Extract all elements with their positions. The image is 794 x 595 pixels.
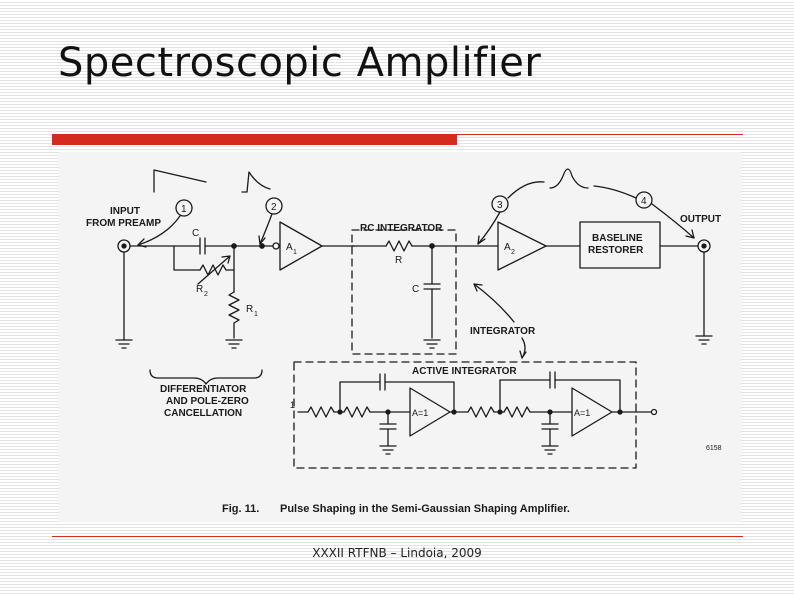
amplifier-a1 bbox=[279, 221, 323, 271]
gaussian-waveform bbox=[549, 168, 589, 189]
rc-integrator-box bbox=[351, 229, 457, 355]
output-ground-symbol bbox=[695, 335, 713, 345]
capacitor-c-differentiator bbox=[199, 237, 206, 255]
resistor-r1-subscript: 1 bbox=[254, 311, 258, 318]
resistor-active-2 bbox=[343, 406, 371, 418]
amplifier-a2-subscript: 2 bbox=[511, 249, 515, 256]
resistor-active-4 bbox=[503, 406, 531, 418]
feedback-capacitor-1 bbox=[379, 373, 386, 391]
input-ground-symbol bbox=[115, 339, 133, 349]
active-ground-symbol-2 bbox=[541, 445, 559, 455]
resistor-active-1 bbox=[307, 406, 335, 418]
input-connector-pin bbox=[121, 243, 127, 249]
title-accent-bar bbox=[52, 134, 457, 145]
input-label-line2: FROM PREAMP bbox=[86, 218, 161, 229]
shunt-capacitor-2 bbox=[541, 423, 559, 430]
capacitor-c-integrator bbox=[423, 283, 441, 290]
resistor-r1 bbox=[228, 291, 240, 339]
differentiator-ground-symbol bbox=[225, 339, 243, 349]
test-point-1-marker bbox=[175, 199, 193, 217]
slide-title: Spectroscopic Amplifier bbox=[58, 40, 542, 86]
test-point-3-label: 3 bbox=[497, 200, 503, 211]
resistor-r1-label: R bbox=[246, 304, 253, 315]
amplifier-a1-label: A bbox=[286, 242, 293, 253]
resistor-r-integrator bbox=[385, 240, 413, 252]
test-point-4-label: 4 bbox=[641, 196, 647, 207]
differentiator-label-line3: CANCELLATION bbox=[164, 408, 242, 419]
amplifier-a2-label: A bbox=[504, 242, 511, 253]
unity-gain-buffer-1 bbox=[409, 387, 451, 437]
test-point-1-label: 1 bbox=[181, 204, 187, 215]
shunt-capacitor-1 bbox=[379, 423, 397, 430]
active-integrator-label: ACTIVE INTEGRATOR bbox=[412, 366, 517, 377]
integrator-label: INTEGRATOR bbox=[470, 326, 536, 337]
circuit-diagram: INPUT FROM PREAMP OUTPUT RC INTEGRATOR I… bbox=[86, 168, 722, 515]
active-integrator-box bbox=[293, 361, 637, 469]
output-label: OUTPUT bbox=[680, 214, 721, 225]
footer-rule bbox=[52, 536, 743, 537]
integrator-ground-symbol bbox=[423, 339, 441, 349]
figure-id: 6158 bbox=[706, 445, 722, 452]
amplifier-a1-subscript: 1 bbox=[293, 249, 297, 256]
active-input-node-label: 1 bbox=[290, 400, 295, 410]
capacitor-c-integrator-label: C bbox=[412, 284, 419, 295]
unity-gain-buffer-2-label: A=1 bbox=[574, 408, 590, 418]
figure-panel: INPUT FROM PREAMP OUTPUT RC INTEGRATOR I… bbox=[58, 152, 742, 522]
feedback-capacitor-2 bbox=[549, 371, 556, 389]
capacitor-c-differentiator-label: C bbox=[192, 228, 199, 239]
differentiator-label-line1: DIFFERENTIATOR bbox=[160, 384, 247, 395]
unity-gain-buffer-2 bbox=[571, 387, 613, 437]
differentiated-waveform bbox=[241, 171, 271, 193]
input-label-line1: INPUT bbox=[110, 206, 140, 217]
title-accent-rule bbox=[457, 134, 743, 135]
resistor-r2-subscript: 2 bbox=[204, 291, 208, 298]
figure-caption-number: Fig. 11. bbox=[222, 503, 259, 515]
resistor-r-integrator-label: R bbox=[395, 255, 402, 266]
figure-caption-text: Pulse Shaping in the Semi-Gaussian Shapi… bbox=[280, 503, 570, 515]
footer-text: XXXII RTFNB – Lindoia, 2009 bbox=[312, 546, 482, 560]
test-point-2-label: 2 bbox=[271, 202, 277, 213]
rc-integrator-label: RC INTEGRATOR bbox=[360, 223, 443, 234]
resistor-r2-variable bbox=[199, 264, 227, 276]
resistor-r2-label: R bbox=[196, 284, 203, 295]
amplifier-a2 bbox=[497, 221, 547, 271]
baseline-restorer-label-line2: RESTORER bbox=[588, 245, 644, 256]
step-waveform bbox=[153, 169, 207, 193]
output-connector-pin bbox=[701, 243, 707, 249]
baseline-restorer-label-line1: BASELINE bbox=[592, 233, 643, 244]
differentiator-brace bbox=[149, 369, 263, 385]
baseline-restorer-box bbox=[579, 221, 661, 269]
unity-gain-buffer-1-label: A=1 bbox=[412, 408, 428, 418]
differentiator-label-line2: AND POLE-ZERO bbox=[166, 396, 249, 407]
resistor-active-3 bbox=[467, 406, 495, 418]
test-point-4-marker bbox=[635, 191, 653, 209]
test-point-2-marker bbox=[265, 197, 283, 215]
active-ground-symbol-1 bbox=[379, 445, 397, 455]
